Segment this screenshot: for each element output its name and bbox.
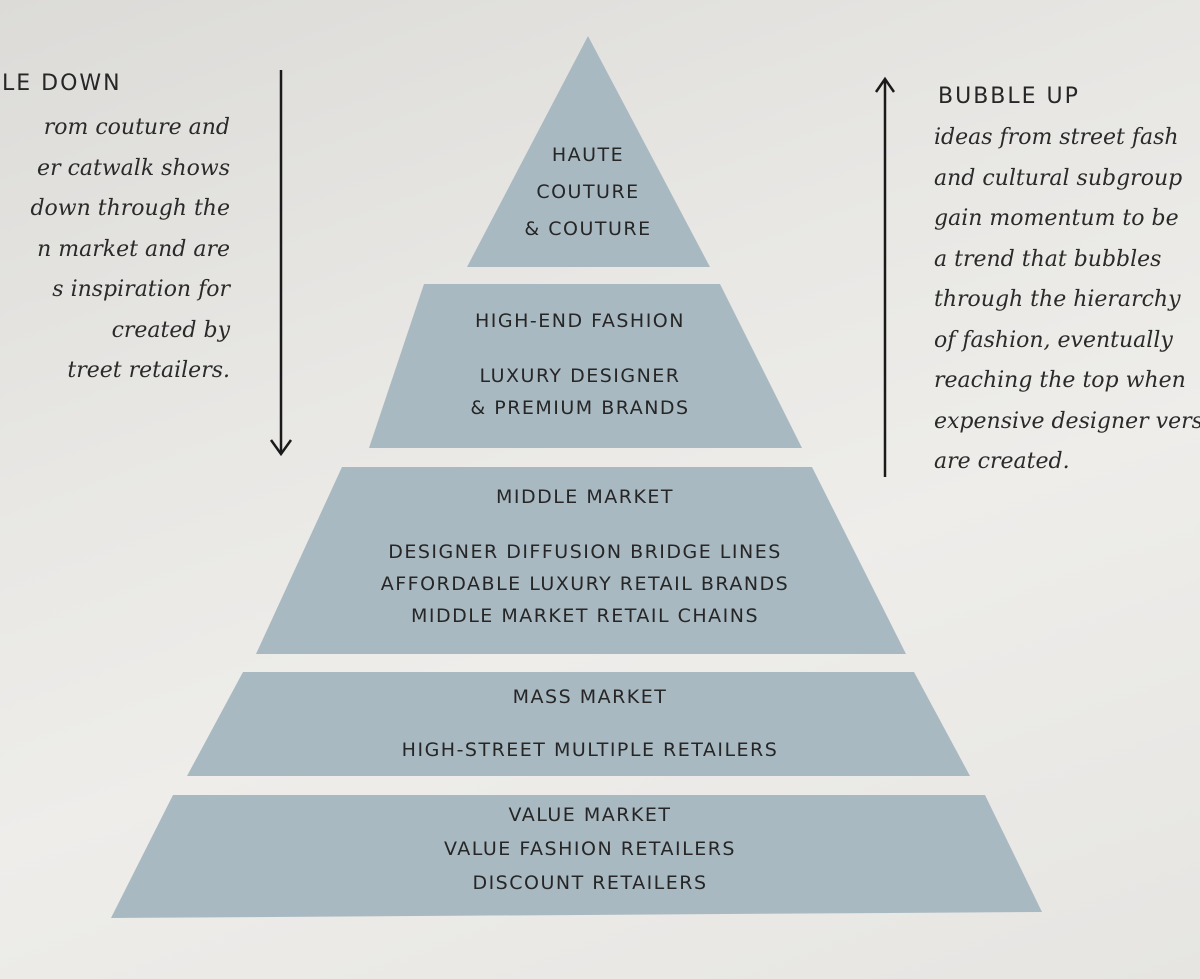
trickle-down-arrow-icon <box>269 70 293 457</box>
description-line: down through the <box>30 196 230 221</box>
tier-high-end-label: HIGH-END FASHION LUXURY DESIGNER & PREMI… <box>420 312 740 418</box>
tier-middle-market-label: MIDDLE MARKET DESIGNER DIFFUSION BRIDGE … <box>345 488 825 626</box>
tier-line: VALUE FASHION RETAILERS <box>443 838 736 860</box>
tier-high-end-shape <box>369 284 802 448</box>
tier-mass-market-shape <box>187 672 970 776</box>
trickle-down-title: LE DOWN <box>2 71 122 96</box>
tier-line: HAUTE <box>551 144 625 166</box>
description-line: rom couture and <box>43 115 230 140</box>
description-line: are created. <box>934 449 1070 474</box>
tier-line: & COUTURE <box>524 218 652 240</box>
tier-title: HIGH-END FASHION <box>475 310 685 332</box>
tier-title: MASS MARKET <box>512 686 668 708</box>
trickle-down-description: rom couture and er catwalk shows down th… <box>30 108 230 392</box>
tier-mass-market-label: MASS MARKET HIGH-STREET MULTIPLE RETAILE… <box>380 688 800 760</box>
tier-value-market-shape <box>111 795 1042 918</box>
bubble-up-title: BUBBLE UP <box>938 84 1080 109</box>
description-line: reaching the top when <box>934 368 1186 393</box>
description-line: s inspiration for <box>52 277 230 302</box>
description-line: and cultural subgroup <box>934 165 1183 191</box>
tier-line: & PREMIUM BRANDS <box>470 397 690 419</box>
tier-value-market-label: VALUE MARKET VALUE FASHION RETAILERS DIS… <box>400 806 780 893</box>
description-line: expensive designer versi <box>934 408 1200 434</box>
description-line: of fashion, eventually <box>934 327 1173 353</box>
tier-line: COUTURE <box>536 181 640 203</box>
tier-haute-couture-shape <box>467 36 710 267</box>
description-line: created by <box>111 317 230 343</box>
tier-haute-couture-label: HAUTE COUTURE & COUTURE <box>488 146 688 239</box>
bubble-up-description: ideas from street fash and cultural subg… <box>934 118 1200 483</box>
tier-line: MIDDLE MARKET RETAIL CHAINS <box>410 605 760 627</box>
tier-line: DISCOUNT RETAILERS <box>472 872 708 894</box>
tier-middle-market-shape <box>256 467 906 654</box>
description-line: gain momentum to be <box>934 206 1179 231</box>
tier-title: MIDDLE MARKET <box>495 486 675 508</box>
tier-line: AFFORDABLE LUXURY RETAIL BRANDS <box>380 573 790 595</box>
description-line: n market and are <box>37 236 230 262</box>
tier-title: VALUE MARKET <box>508 804 672 826</box>
description-line: ideas from street fash <box>934 125 1179 150</box>
description-line: er catwalk shows <box>37 155 230 181</box>
tier-line: DESIGNER DIFFUSION BRIDGE LINES <box>388 541 782 563</box>
description-line: a trend that bubbles <box>934 246 1162 272</box>
bubble-up-arrow-icon <box>874 76 896 477</box>
description-line: treet retailers. <box>67 358 230 383</box>
description-line: through the hierarchy <box>934 287 1181 312</box>
tier-line: LUXURY DESIGNER <box>479 365 681 387</box>
tier-line: HIGH-STREET MULTIPLE RETAILERS <box>401 739 779 761</box>
